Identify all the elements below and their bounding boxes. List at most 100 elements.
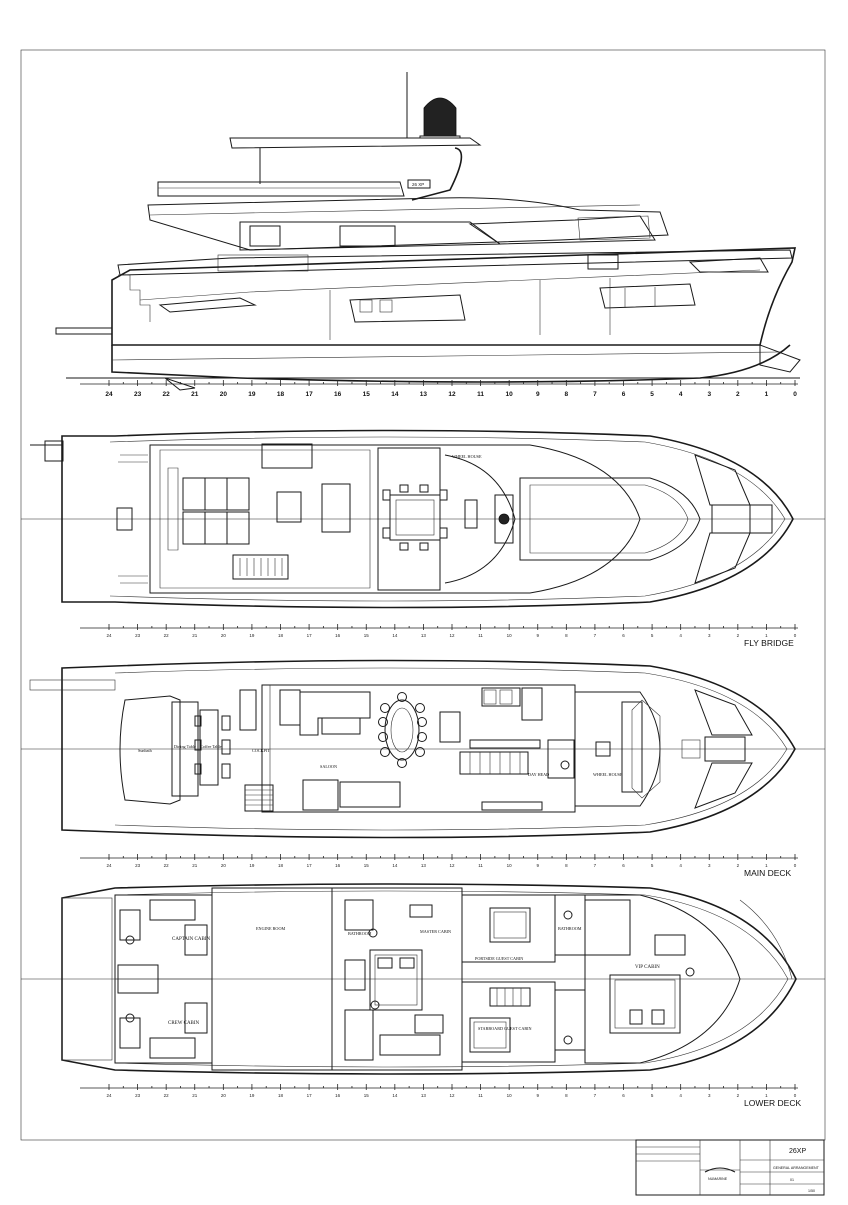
sunbath-label: Sunbath xyxy=(138,748,153,753)
master-cabin-label: MASTER CABIN xyxy=(420,929,451,934)
frame-number-label: 12 xyxy=(449,1093,455,1098)
frame-number-label: 10 xyxy=(507,633,513,638)
frame-number-label: 5 xyxy=(651,863,654,868)
frame-number-label: 19 xyxy=(249,863,255,868)
frame-number-label: 7 xyxy=(594,633,597,638)
frame-number-label: 22 xyxy=(164,1093,170,1098)
frame-number-label: 14 xyxy=(392,633,398,638)
frame-number-label: 0 xyxy=(794,633,797,638)
frame-number-label: 22 xyxy=(163,391,171,398)
frame-number-label: 15 xyxy=(364,633,370,638)
frame-number-label: 16 xyxy=(334,391,342,398)
frame-number-label: 8 xyxy=(565,1093,568,1098)
coffee-table-label: Coffee Table xyxy=(200,744,222,749)
frame-number-label: 15 xyxy=(363,391,371,398)
frame-number-label: 18 xyxy=(278,1093,284,1098)
frame-number-label: 4 xyxy=(679,633,682,638)
engine-room-label: ENGINE ROOM xyxy=(256,926,285,931)
fly-bridge-plan: WHEEL HOUSE xyxy=(21,429,825,609)
frame-number-label: 18 xyxy=(278,863,284,868)
frame-number-label: 11 xyxy=(477,391,484,398)
frame-number-label: 2 xyxy=(737,863,740,868)
sheet-number: 01 xyxy=(790,1178,794,1182)
frame-number-label: 13 xyxy=(421,633,427,638)
frame-number-label: 7 xyxy=(594,863,597,868)
frame-number-label: 0 xyxy=(794,863,797,868)
frame-number-label: 21 xyxy=(192,633,198,638)
saloon-label: SALOON xyxy=(320,764,337,769)
main-deck-plan: Sunbath Dining Table Coffee Table COCKPI… xyxy=(21,659,825,839)
fly-bridge-label: FLY BRIDGE xyxy=(744,638,794,648)
profile-view: 26 XP xyxy=(55,72,801,391)
frame-number-label: 13 xyxy=(421,1093,427,1098)
frame-number-label: 3 xyxy=(708,863,711,868)
frame-number-label: 8 xyxy=(565,863,568,868)
starboard-guest-cabin-label: STARBOARD GUEST CABIN xyxy=(478,1026,532,1031)
frame-number-label: 12 xyxy=(449,633,455,638)
frame-number-label: 10 xyxy=(507,863,513,868)
title-block: NUMARINE 26XP GENERAL ARRANGEMENT 01 1/5… xyxy=(635,1139,825,1196)
frame-number-label: 17 xyxy=(307,1093,313,1098)
frame-number-label: 9 xyxy=(536,633,539,638)
main-deck-label: MAIN DECK xyxy=(744,868,792,878)
profile-badge: 26 XP xyxy=(412,182,424,187)
frame-number-label: 1 xyxy=(765,863,768,868)
frame-number-label: 20 xyxy=(221,633,227,638)
frame-number-label: 16 xyxy=(335,863,341,868)
guest-bathroom-label: BATHROOM xyxy=(558,926,582,931)
sheet-border xyxy=(20,49,826,1141)
frame-number-label: 15 xyxy=(364,1093,370,1098)
frame-number-label: 10 xyxy=(507,1093,513,1098)
frame-number-label: 23 xyxy=(135,863,141,868)
frame-number-label: 23 xyxy=(134,391,142,398)
frame-number-label: 9 xyxy=(536,391,540,398)
frame-number-label: 20 xyxy=(220,391,228,398)
frame-number-label: 11 xyxy=(478,633,483,638)
frame-number-label: 24 xyxy=(106,1093,112,1098)
frame-number-label: 21 xyxy=(192,1093,198,1098)
frame-number-label: 18 xyxy=(277,391,285,398)
frame-number-label: 16 xyxy=(335,1093,341,1098)
wheel-house-main-label: WHEEL HOUSE xyxy=(593,772,623,777)
frame-number-label: 18 xyxy=(278,633,284,638)
frame-number-label: 10 xyxy=(506,391,514,398)
frame-number-label: 13 xyxy=(420,391,428,398)
frame-number-label: 20 xyxy=(221,863,227,868)
frame-number-label: 24 xyxy=(105,391,113,398)
frame-number-label: 19 xyxy=(248,391,256,398)
lower-deck-label: LOWER DECK xyxy=(744,1098,801,1108)
frame-number-label: 0 xyxy=(794,1093,797,1098)
frame-number-label: 6 xyxy=(622,1093,625,1098)
frame-number-label: 1 xyxy=(765,391,769,398)
frame-number-label: 14 xyxy=(391,391,399,398)
frame-number-label: 7 xyxy=(593,391,597,398)
crew-cabin-label: CREW CABIN xyxy=(168,1021,200,1026)
portside-guest-cabin-label: PORTSIDE GUEST CABIN xyxy=(475,956,523,961)
frame-number-label: 7 xyxy=(594,1093,597,1098)
frame-number-label: 6 xyxy=(622,633,625,638)
frame-number-label: 23 xyxy=(135,1093,141,1098)
frame-number-label: 4 xyxy=(679,1093,682,1098)
frame-number-label: 2 xyxy=(737,633,740,638)
frame-number-label: 6 xyxy=(622,863,625,868)
frame-number-label: 19 xyxy=(249,1093,255,1098)
frame-number-label: 17 xyxy=(307,863,313,868)
frame-number-label: 5 xyxy=(651,633,654,638)
lower-deck-plan: CAPTAIN CABIN CREW CABIN ENGINE ROOM MAS… xyxy=(21,883,825,1075)
frame-number-label: 21 xyxy=(191,391,199,398)
frame-number-label: 24 xyxy=(106,633,112,638)
frame-number-label: 5 xyxy=(650,391,654,398)
captain-cabin-label: CAPTAIN CABIN xyxy=(172,937,210,942)
frame-number-label: 6 xyxy=(622,391,626,398)
frame-number-label: 16 xyxy=(335,633,341,638)
frame-number-label: 8 xyxy=(565,633,568,638)
frame-number-label: 22 xyxy=(164,633,170,638)
model-name: 26XP xyxy=(789,1148,806,1155)
frame-number-label: 1 xyxy=(765,1093,768,1098)
frame-number-label: 14 xyxy=(392,863,398,868)
